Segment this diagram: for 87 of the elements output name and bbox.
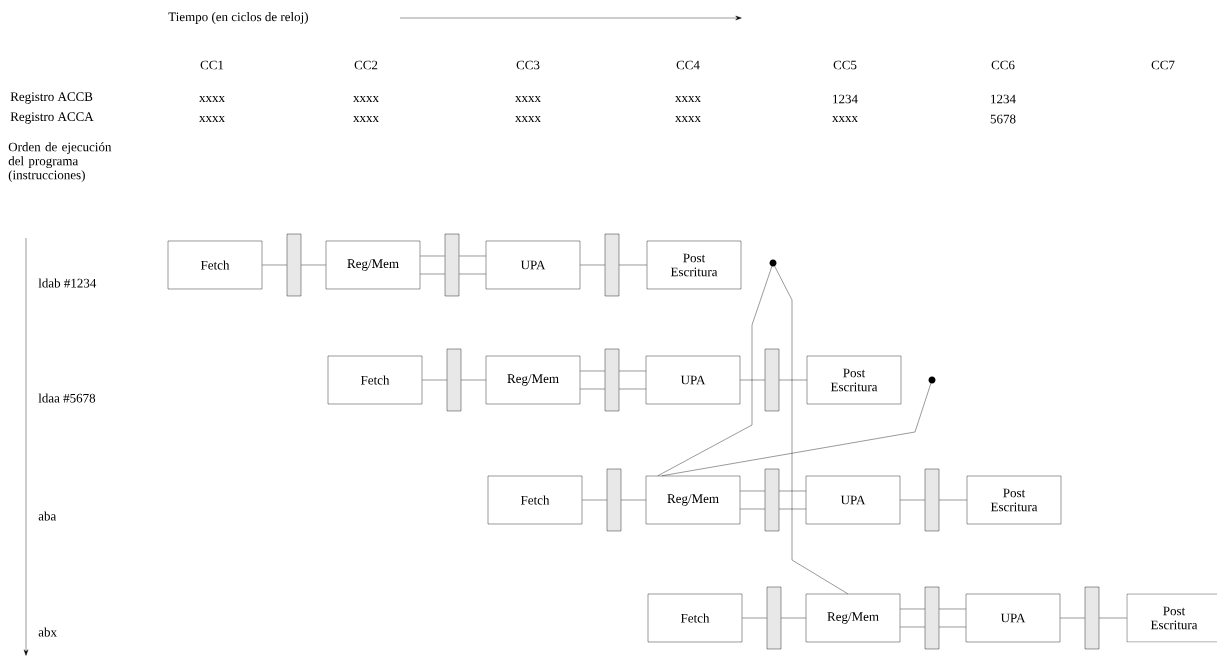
connector-line <box>619 388 646 390</box>
connector-line <box>740 490 765 492</box>
cycle-label: CC7 <box>1151 60 1175 70</box>
connector-line <box>619 264 647 266</box>
connector-line <box>459 273 486 275</box>
pipeline-register <box>924 586 940 650</box>
cycle-label: CC6 <box>991 60 1015 70</box>
pipeline-register <box>764 348 780 412</box>
stage-box: Reg/Mem <box>485 355 581 405</box>
stage-box: UPA <box>485 240 581 290</box>
stage-box: Post Escritura <box>646 240 742 290</box>
connector-line <box>580 370 605 372</box>
connector-line <box>619 370 646 372</box>
stage-box: UPA <box>965 593 1061 643</box>
pipeline-register <box>1084 586 1100 650</box>
connector-line <box>262 264 287 266</box>
connector-line <box>939 626 966 628</box>
pipeline-register <box>286 233 302 297</box>
connector-line <box>742 617 767 619</box>
stage-box: Reg/Mem <box>325 240 421 290</box>
stage-box: Post Escritura <box>966 475 1062 525</box>
stage-box: Fetch <box>487 475 583 525</box>
register-value: xxxx <box>353 96 379 102</box>
register-value: 1234 <box>833 94 858 104</box>
pipeline-register <box>604 348 620 412</box>
pipeline-register <box>444 233 460 297</box>
instruction-label: aba <box>38 511 57 521</box>
connector-line <box>582 499 607 501</box>
instruction-label: abx <box>38 627 57 637</box>
connector-line <box>779 379 807 381</box>
register-value: xxxx <box>199 96 225 102</box>
register-value: 1234 <box>991 94 1016 104</box>
register-value: xxxx <box>353 116 379 122</box>
connector-line <box>900 499 925 501</box>
cycle-label: CC2 <box>354 60 378 70</box>
pipeline-register <box>924 468 940 532</box>
connector-line <box>939 608 966 610</box>
register-name: Registro ACCB <box>10 92 93 104</box>
stage-box: Fetch <box>647 593 743 643</box>
pipeline-register <box>764 468 780 532</box>
connector-line <box>900 608 925 610</box>
connector-line <box>939 499 967 501</box>
register-name: Registro ACCA <box>10 112 94 124</box>
connector-line <box>1060 617 1085 619</box>
connector-line <box>740 379 765 381</box>
cycle-label: CC3 <box>516 60 540 70</box>
connector-line <box>422 379 447 381</box>
register-value: 5678 <box>990 114 1016 124</box>
stage-box: UPA <box>805 475 901 525</box>
pipeline-register <box>604 233 620 297</box>
connector-line <box>1099 617 1127 619</box>
axis-title: Tiempo (en ciclos de reloj) <box>168 12 308 24</box>
connector-line <box>621 499 646 501</box>
cycle-label: CC5 <box>833 60 857 70</box>
stage-box: Fetch <box>327 355 423 405</box>
stage-box: Reg/Mem <box>645 475 741 525</box>
register-value: xxxx <box>832 116 858 122</box>
cycle-label: CC1 <box>200 60 224 70</box>
stage-box: Reg/Mem <box>805 593 901 643</box>
connector-line <box>459 255 486 257</box>
connector-line <box>420 255 445 257</box>
connector-line <box>580 388 605 390</box>
instruction-label: ldaa #5678 <box>38 393 96 403</box>
connector-line <box>580 264 605 266</box>
pipeline-register <box>606 468 622 532</box>
connector-line <box>900 626 925 628</box>
stage-box: UPA <box>645 355 741 405</box>
connector-line <box>781 617 806 619</box>
pipeline-register <box>766 586 782 650</box>
instruction-label: ldab #1234 <box>38 278 97 288</box>
register-value: xxxx <box>515 116 541 122</box>
connector-line <box>301 264 326 266</box>
connector-line <box>740 508 765 510</box>
stage-box: Post Escritura <box>1126 593 1217 643</box>
axis-title: Orden de ejecución del programa (instrucciones) <box>8 142 112 182</box>
connector-line <box>779 490 806 492</box>
register-value: xxxx <box>675 96 701 102</box>
connector-line <box>779 508 806 510</box>
register-value: xxxx <box>515 96 541 102</box>
register-value: xxxx <box>675 116 701 122</box>
cycle-label: CC4 <box>676 60 700 70</box>
pipeline-register <box>446 348 462 412</box>
stage-box: Post Escritura <box>806 355 902 405</box>
register-value: xxxx <box>199 116 225 122</box>
connector-line <box>461 379 486 381</box>
connector-line <box>420 273 445 275</box>
stage-box: Fetch <box>167 240 263 290</box>
